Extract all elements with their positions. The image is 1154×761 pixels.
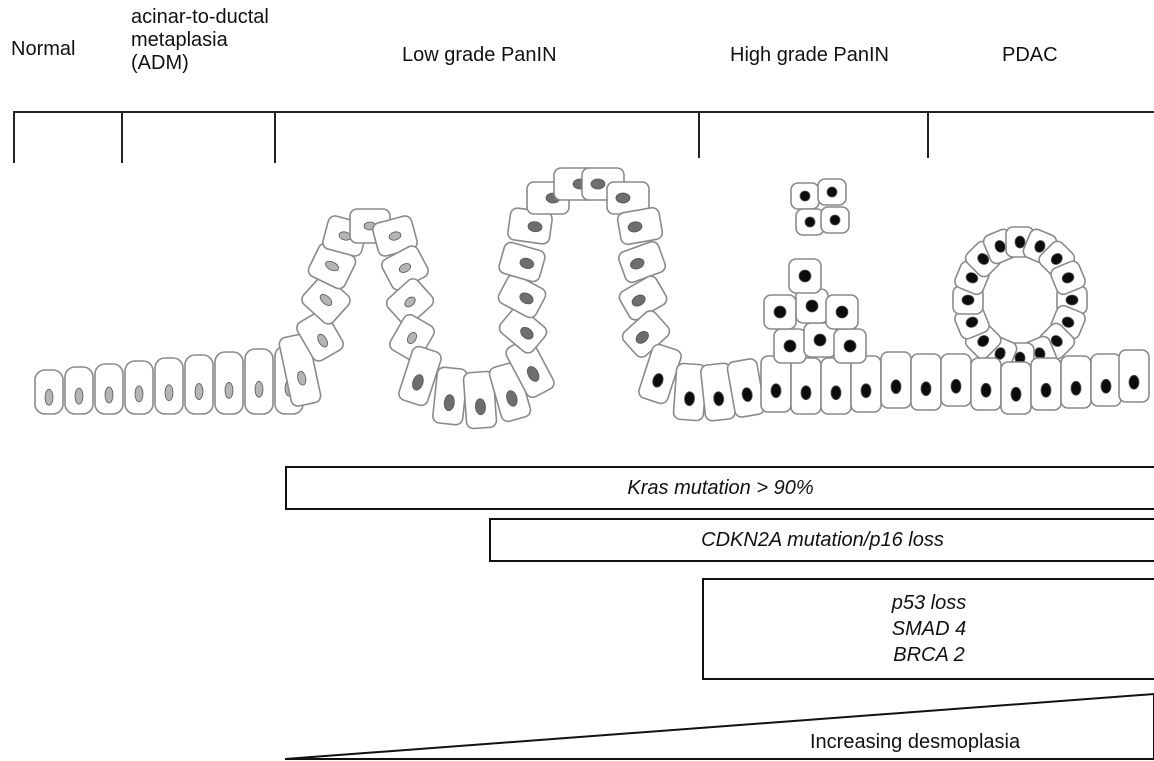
cell-nucleus: [1066, 295, 1078, 305]
epithelial-cell: [35, 370, 63, 414]
cell-nucleus: [1071, 381, 1081, 395]
epithelial-cell: [774, 329, 806, 363]
cell-nucleus: [861, 384, 871, 398]
cell-nucleus: [195, 384, 203, 400]
cell-nucleus: [800, 191, 810, 201]
stage-label-low-grade-panin: Low grade PanIN: [402, 44, 557, 67]
cell-nucleus: [921, 382, 931, 396]
cell-nucleus: [844, 340, 856, 352]
cell-nucleus: [814, 334, 826, 346]
cell-nucleus: [981, 383, 991, 397]
epithelial-cell: [791, 183, 819, 209]
epithelial-cell: [245, 349, 273, 414]
epithelial-cell: [791, 358, 821, 414]
cell-nucleus: [831, 386, 841, 400]
epithelial-cell: [1031, 358, 1061, 410]
epithelial-cell: [796, 209, 824, 235]
epithelial-cell: [971, 358, 1001, 410]
cell-nucleus: [1015, 236, 1025, 248]
cell-nucleus: [830, 215, 840, 225]
cdkn2a-mutation-label: CDKN2A mutation/p16 loss: [701, 529, 944, 552]
cell-nucleus: [774, 306, 786, 318]
stage-label-pdac: PDAC: [1002, 44, 1058, 67]
cell-nucleus: [806, 300, 818, 312]
cell-nucleus: [836, 306, 848, 318]
epithelial-cell: [834, 329, 866, 363]
cell-nucleus: [799, 270, 811, 282]
epithelial-cell: [764, 295, 796, 329]
cell-nucleus: [805, 217, 815, 227]
brca2-label: BRCA 2: [893, 642, 965, 668]
stage-timeline: [13, 112, 1154, 163]
epithelial-cell: [617, 240, 667, 284]
epithelial-cell: [821, 207, 849, 233]
epithelial-cell: [826, 295, 858, 329]
epithelium-illustration: [35, 168, 1149, 429]
epithelial-cell: [796, 289, 828, 323]
epithelial-cell: [818, 179, 846, 205]
stage-label-normal: Normal: [11, 38, 75, 61]
epithelial-cell: [432, 367, 468, 426]
cell-nucleus: [784, 340, 796, 352]
epithelial-cell: [215, 352, 243, 414]
cell-nucleus: [1041, 383, 1051, 397]
epithelial-cell: [617, 207, 664, 246]
cell-nucleus: [951, 379, 961, 393]
epithelial-cell: [185, 355, 213, 414]
cell-nucleus: [165, 385, 173, 401]
cell-nucleus: [801, 386, 811, 400]
epithelial-cell: [125, 361, 153, 414]
epithelial-cell: [1091, 354, 1121, 406]
cell-nucleus: [591, 179, 605, 189]
epithelial-cell: [851, 356, 881, 412]
cell-nucleus: [616, 193, 630, 203]
epithelial-cell: [1061, 356, 1091, 408]
epithelial-cell: [881, 352, 911, 408]
cell-nucleus: [255, 381, 263, 397]
cdkn2a-mutation-bar: CDKN2A mutation/p16 loss: [489, 518, 1154, 562]
stage-label-high-grade-panin: High grade PanIN: [730, 44, 889, 67]
cell-nucleus: [105, 387, 113, 403]
desmoplasia-wedge: [285, 694, 1154, 759]
cell-nucleus: [1011, 387, 1021, 401]
epithelial-cell: [155, 358, 183, 414]
p53-loss-label: p53 loss: [892, 590, 967, 616]
epithelial-cell: [1119, 350, 1149, 402]
epithelial-cell: [821, 358, 851, 414]
desmoplasia-label: Increasing desmoplasia: [810, 731, 1020, 754]
epithelial-cell: [1001, 362, 1031, 414]
cell-nucleus: [225, 382, 233, 398]
cell-nucleus: [1101, 379, 1111, 393]
epithelial-cell: [911, 354, 941, 410]
epithelial-cell: [789, 259, 821, 293]
cell-nucleus: [1129, 375, 1139, 389]
smad4-label: SMAD 4: [892, 616, 966, 642]
cell-nucleus: [771, 384, 781, 398]
epithelial-cell: [95, 364, 123, 414]
epithelial-cell: [65, 367, 93, 414]
epithelial-cell: [941, 354, 971, 406]
cell-nucleus: [45, 389, 53, 405]
late-events-bar: p53 loss SMAD 4 BRCA 2: [702, 578, 1154, 680]
cell-nucleus: [891, 380, 901, 394]
cell-nucleus: [135, 386, 143, 402]
epithelial-cell: [497, 241, 546, 283]
kras-mutation-label: Kras mutation > 90%: [627, 477, 813, 500]
epithelial-cell: [761, 356, 791, 412]
cell-nucleus: [827, 187, 837, 197]
stage-label-adm: acinar-to-ductal metaplasia (ADM): [131, 6, 269, 75]
cell-nucleus: [962, 295, 974, 305]
kras-mutation-bar: Kras mutation > 90%: [285, 466, 1154, 510]
cell-nucleus: [75, 388, 83, 404]
